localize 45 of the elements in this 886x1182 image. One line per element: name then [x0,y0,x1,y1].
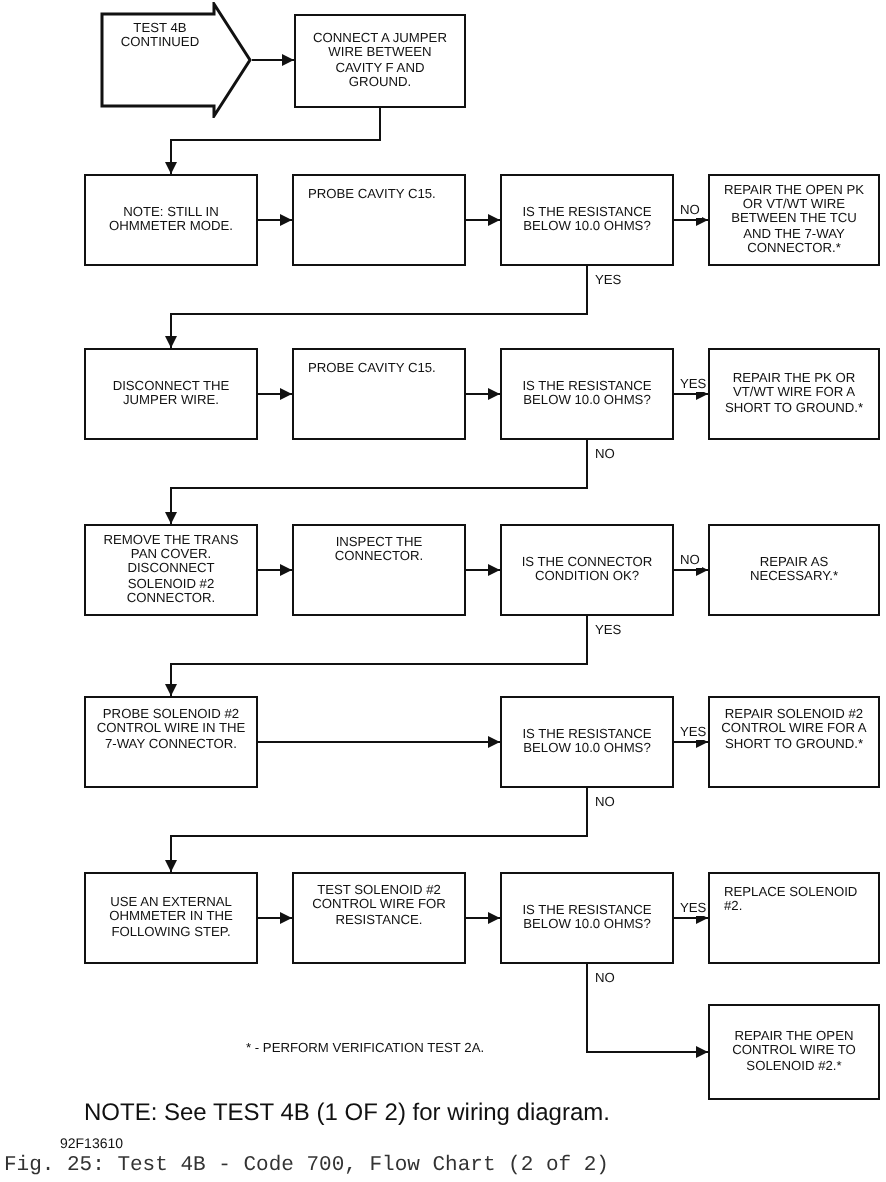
flow-arrow [257,912,293,924]
flow-arrow [673,912,709,924]
flow-arrow [673,388,709,400]
note-box [84,174,258,266]
flow-arrow [165,439,588,525]
flow-arrow [257,388,293,400]
process-box [292,872,466,964]
flow-arrow [251,54,295,66]
figure-caption: Fig. 25: Test 4B - Code 700, Flow Chart (2 of 2) [4,1154,609,1178]
process-box [84,696,258,788]
process-box [84,524,258,616]
result-box [708,696,880,788]
result-box [708,1004,880,1100]
process-box [294,14,466,108]
decision-box [500,872,674,964]
flow-arrow [673,564,709,576]
decision-box [500,348,674,440]
note-text: NOTE: See TEST 4B (1 OF 2) for wiring diagram. [84,1098,610,1126]
result-box [708,348,880,440]
flow-arrow [165,107,381,175]
flow-arrow [465,564,501,576]
flow-arrow [165,787,588,873]
flow-arrow [257,214,293,226]
process-box [292,174,466,266]
flow-arrow [673,214,709,226]
flow-arrow [165,265,588,349]
flow-arrow [465,388,501,400]
flow-arrow [586,963,709,1058]
flow-arrow [257,564,293,576]
offpage-connector [100,2,252,118]
flow-arrow [673,736,709,748]
decision-box [500,524,674,616]
process-box [292,524,466,616]
flow-arrow [165,615,588,697]
decision-box [500,174,674,266]
result-box [708,524,880,616]
flow-arrow [465,912,501,924]
flow-arrow [257,736,501,748]
process-box [84,348,258,440]
decision-box [500,696,674,788]
result-box [708,174,880,266]
result-box [708,872,880,964]
process-box [292,348,466,440]
process-box [84,872,258,964]
flow-arrow [465,214,501,226]
